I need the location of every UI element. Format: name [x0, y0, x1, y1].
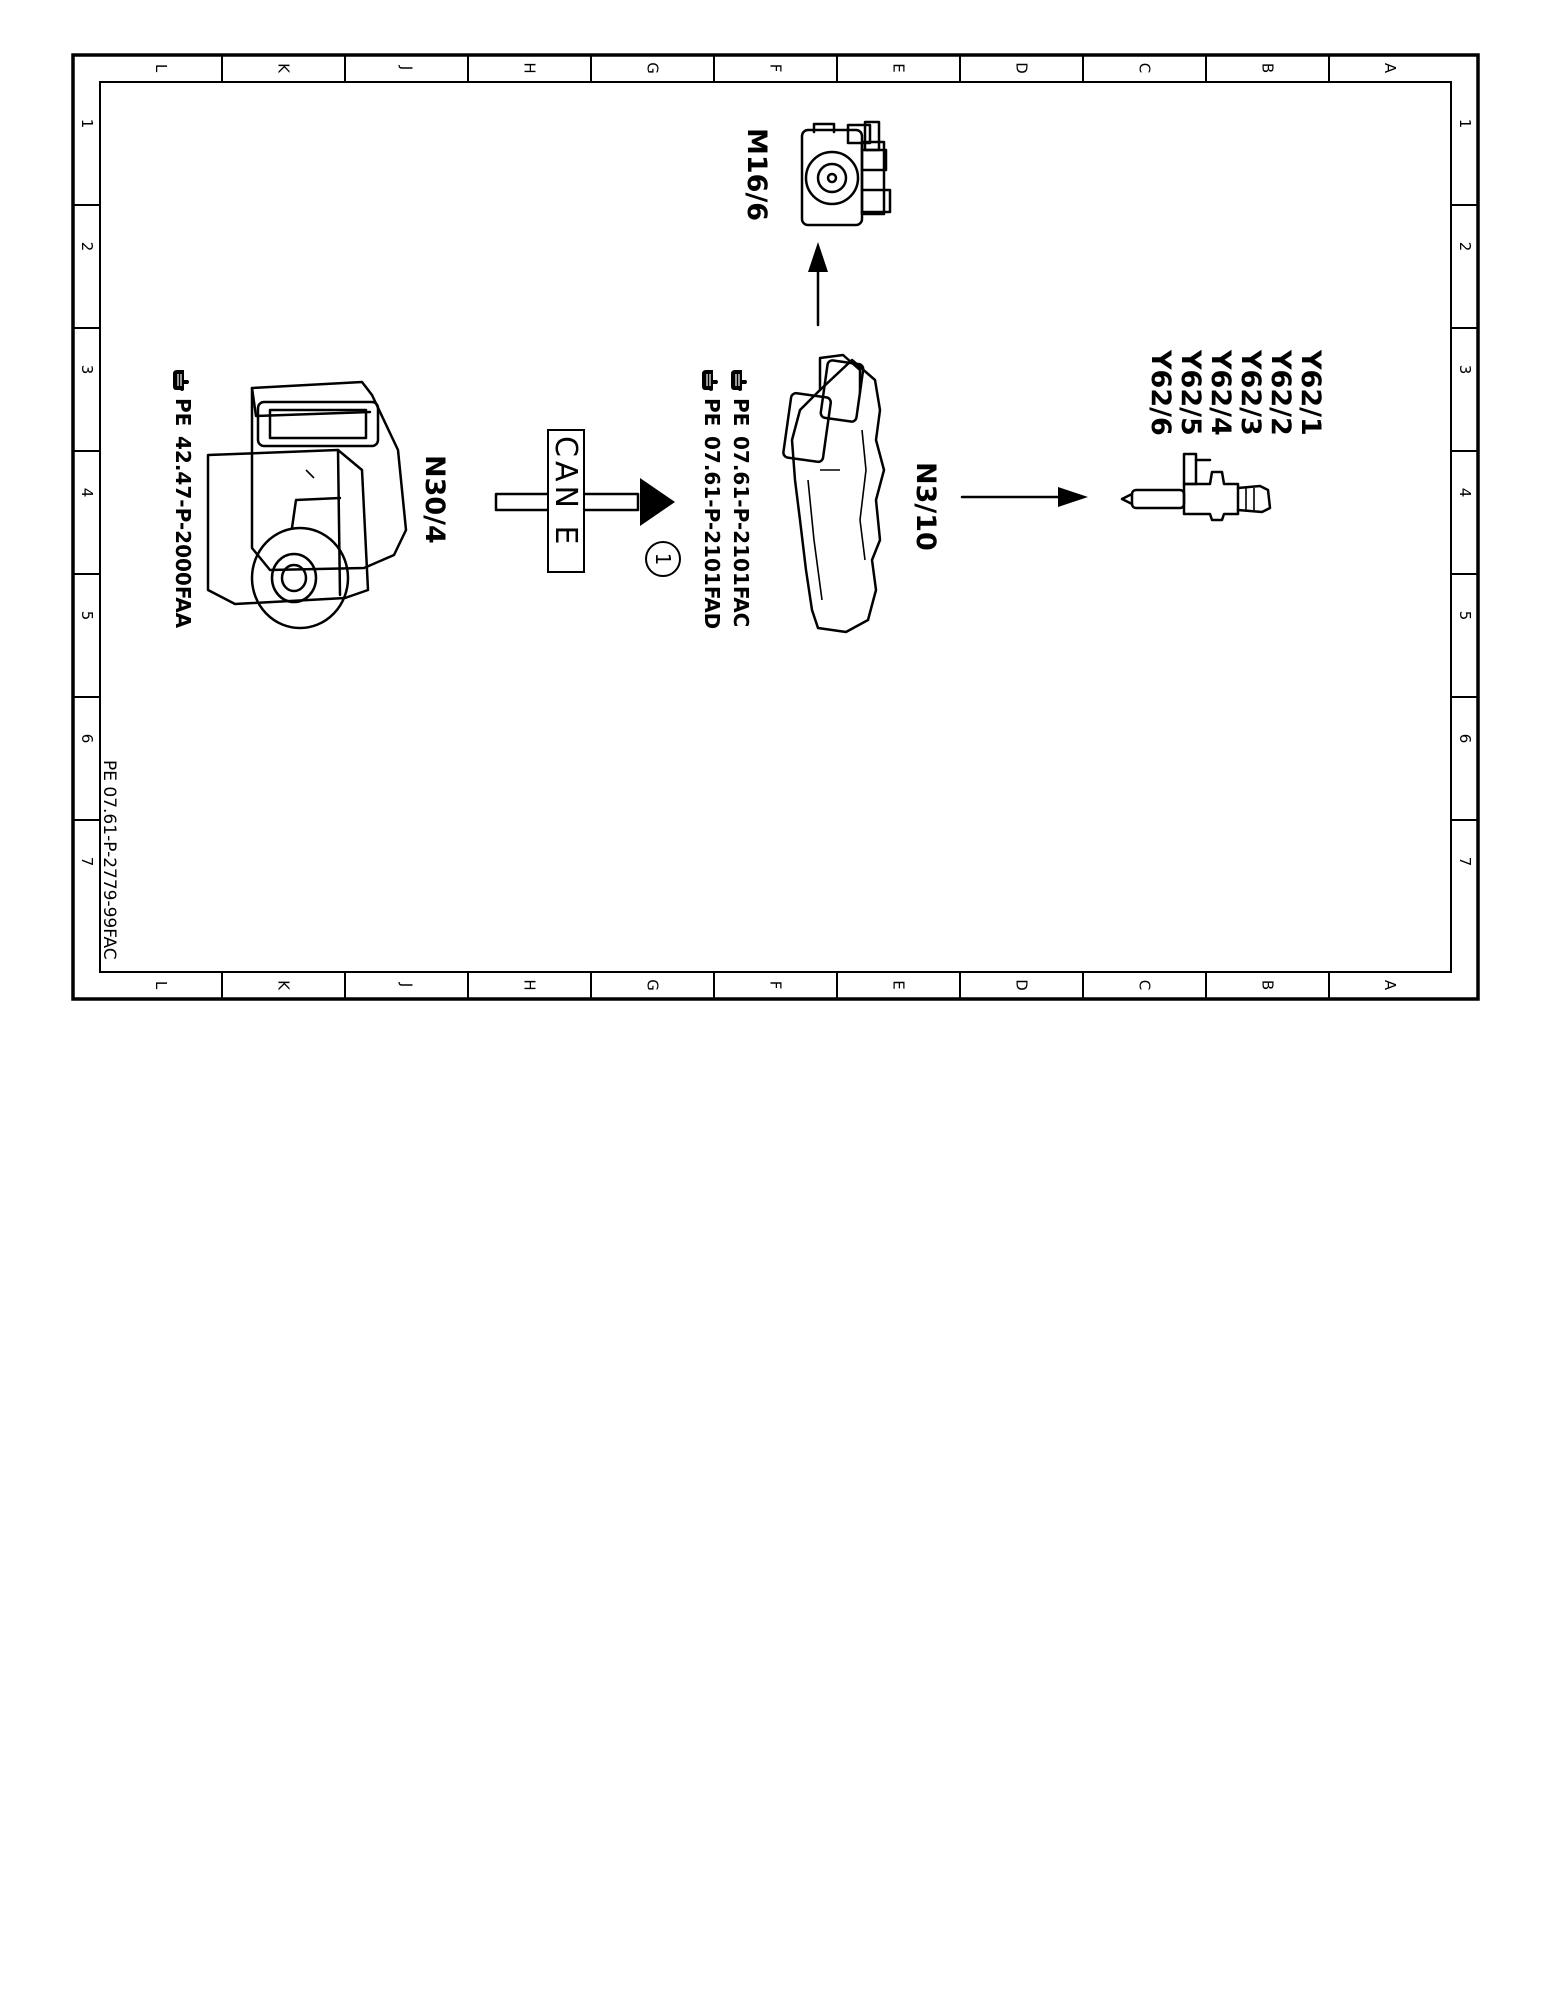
outer-frame	[71, 53, 1480, 1001]
svg-text:07.61-P-2101FAC: 07.61-P-2101FAC	[729, 436, 753, 627]
hand-pointer-icon	[730, 369, 748, 392]
grid-col-label-bottom: E	[890, 980, 908, 989]
grid-row-label-right: 4	[1456, 488, 1474, 498]
grid-row-label-left: 6	[78, 734, 96, 744]
grid-row-label-left: 1	[78, 119, 96, 129]
grid-col-label-bottom: H	[521, 979, 539, 990]
grid-row-label-left: 3	[78, 365, 96, 375]
hand-pointer-icon	[701, 369, 719, 392]
ecu-label: N3/10	[910, 462, 941, 551]
svg-text:07.61-P-2101FAD: 07.61-P-2101FAD	[700, 436, 724, 629]
footer-code: PE 07.61-P-2779-99FAC	[99, 760, 119, 960]
grid-row-label-right: 6	[1456, 734, 1474, 744]
svg-text:PE: PE	[729, 398, 753, 426]
grid-col-label-bottom: K	[275, 980, 293, 991]
can-bus-label: CAN E	[548, 436, 583, 548]
grid-row-label-left: 7	[78, 857, 96, 867]
grid-row-label-left: 4	[78, 488, 96, 498]
svg-text:PE: PE	[700, 398, 724, 426]
esp-reference: PE 42.47-P-2000FAA	[171, 369, 195, 629]
arrow-ecu-to-injectors	[960, 487, 1088, 507]
grid-row-label-left: 2	[78, 242, 96, 252]
can-bus-arrow	[494, 429, 675, 573]
grid-col-label-top: L	[152, 64, 170, 73]
throttle-body-icon	[800, 120, 892, 227]
grid-labels: L L K K J J H H G G F F E E D D C C B B A A 1 1 2 2 3 3 4 4 5 5 6 6 7 7	[78, 62, 1474, 991]
grid-col-label-top: A	[1381, 63, 1399, 74]
grid-col-label-bottom: D	[1013, 979, 1031, 991]
svg-text:PE: PE	[171, 398, 195, 426]
grid-col-label-bottom: C	[1136, 980, 1154, 990]
grid-col-label-top: J	[398, 65, 416, 70]
grid-row-label-right: 2	[1456, 242, 1474, 252]
injector-label: Y62/3	[1235, 349, 1266, 436]
arrow-ecu-to-throttle	[808, 242, 828, 327]
grid-col-label-bottom: F	[767, 981, 785, 990]
grid-col-label-top: F	[767, 64, 785, 73]
fuel-injector-icon	[1120, 452, 1272, 522]
grid-col-label-bottom: A	[1381, 980, 1399, 991]
esp-label: N30/4	[419, 455, 450, 544]
grid-col-label-top: C	[1136, 63, 1154, 73]
grid-col-label-bottom: B	[1259, 980, 1277, 990]
injector-label: Y62/1	[1295, 349, 1326, 436]
grid-ticks	[73, 55, 1478, 999]
grid-col-label-top: B	[1259, 63, 1277, 73]
grid-row-label-right: 3	[1456, 365, 1474, 375]
injector-label: Y62/4	[1205, 349, 1236, 436]
esp-control-unit-icon	[206, 380, 408, 630]
throttle-label: M16/6	[741, 128, 772, 221]
hand-pointer-icon	[172, 369, 190, 392]
grid-row-label-right: 5	[1456, 611, 1474, 621]
svg-text:42.47-P-2000FAA: 42.47-P-2000FAA	[171, 436, 195, 629]
grid-col-label-top: H	[521, 62, 539, 73]
grid-col-label-top: E	[890, 63, 908, 72]
ecu-reference-1: PE 07.61-P-2101FAC	[729, 369, 753, 627]
injector-label: Y62/6	[1145, 349, 1176, 436]
ecu-reference-2: PE 07.61-P-2101FAD	[700, 369, 724, 629]
grid-col-label-top: D	[1013, 62, 1031, 74]
grid-col-label-bottom: J	[398, 982, 416, 987]
can-bus-marker: 1	[645, 541, 681, 577]
svg-text:1: 1	[651, 553, 675, 566]
inner-frame	[99, 81, 1452, 973]
grid-col-label-bottom: G	[644, 979, 662, 991]
grid-col-label-top: K	[275, 63, 293, 74]
engine-control-unit-icon	[782, 353, 886, 634]
grid-col-label-bottom: L	[152, 981, 170, 990]
grid-row-label-right: 7	[1456, 857, 1474, 867]
grid-col-label-top: G	[644, 62, 662, 74]
injector-label: Y62/5	[1175, 349, 1206, 436]
grid-row-label-left: 5	[78, 611, 96, 621]
injector-label: Y62/2	[1265, 349, 1296, 436]
grid-row-label-right: 1	[1456, 119, 1474, 129]
